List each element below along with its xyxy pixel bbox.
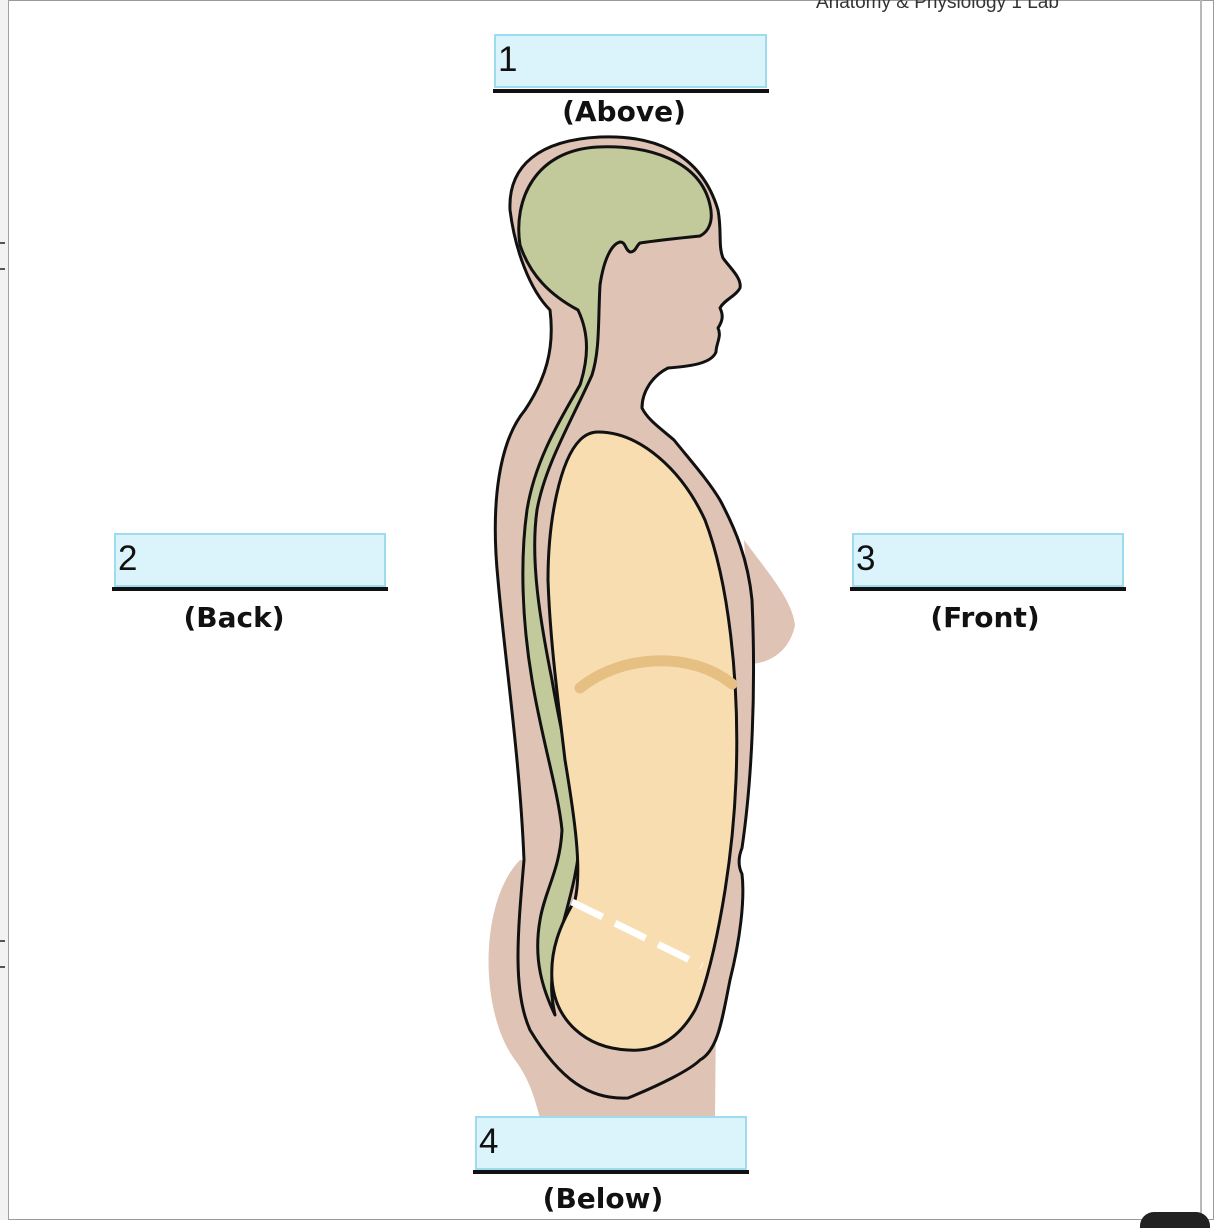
label-3-direction: (Front) (930, 601, 1040, 634)
page-edge-tick (0, 242, 5, 244)
diaphragm (574, 655, 738, 694)
right-page-edge (1200, 0, 1202, 1220)
label-4-direction: (Below) (542, 1182, 664, 1215)
label-2-direction: (Back) (183, 601, 285, 634)
page-edge-tick (0, 966, 5, 968)
label-4-number: 4 (479, 1122, 499, 1161)
ventral-cavity (546, 430, 739, 1052)
page-edge-tick (0, 268, 5, 270)
label-4-underline (473, 1170, 749, 1174)
label-2-number: 2 (118, 539, 138, 578)
breast-tissue (744, 540, 795, 664)
label-1-underline (493, 89, 769, 93)
label-3-underline (850, 587, 1126, 591)
label-2-answer-field[interactable]: 2 (114, 533, 386, 587)
label-1-number: 1 (498, 40, 518, 79)
label-3-number: 3 (856, 539, 876, 578)
course-title: Anatomy & Physiology 1 Lab (816, 0, 1059, 13)
abdominopelvic-divider-line (570, 898, 704, 970)
label-2-underline (112, 587, 388, 591)
window-corner-control (1140, 1212, 1210, 1228)
label-1-answer-field[interactable]: 1 (494, 34, 767, 88)
page-edge-tick (0, 940, 5, 942)
label-3-answer-field[interactable]: 3 (852, 533, 1124, 587)
label-4-answer-field[interactable]: 4 (475, 1116, 747, 1170)
left-page-edge (0, 0, 9, 1220)
label-1-direction: (Above) (562, 95, 686, 128)
